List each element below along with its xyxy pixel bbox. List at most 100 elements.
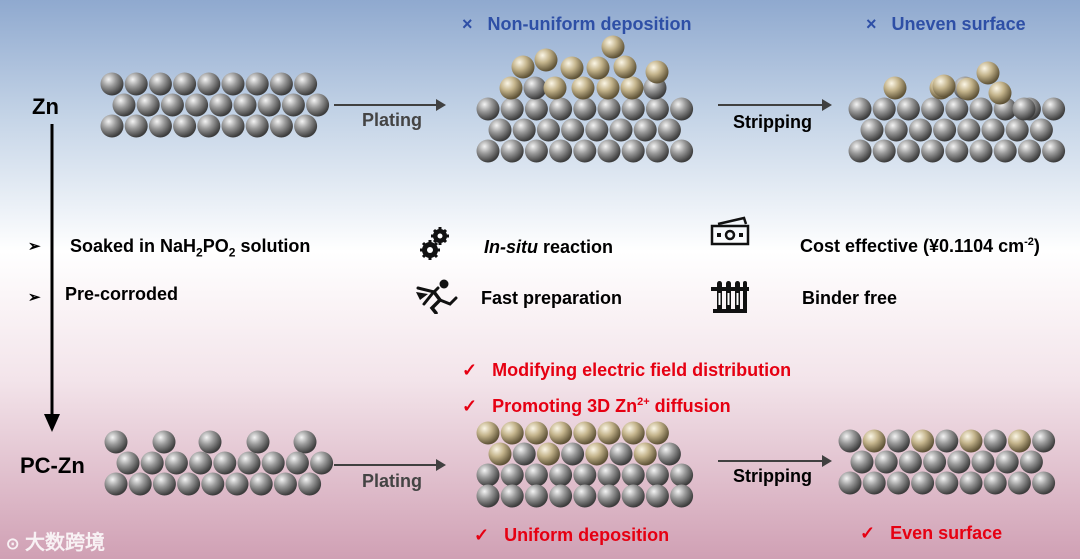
zn-sphere xyxy=(1042,97,1066,121)
zn-sphere xyxy=(945,139,969,163)
watermark-text: 大数跨境 xyxy=(24,532,105,554)
zn-sphere xyxy=(476,139,500,163)
zn-sphere xyxy=(911,471,935,495)
benefit-uniform-text: Uniform deposition xyxy=(504,525,670,545)
stripping-arrow-bottom xyxy=(718,455,832,467)
cross-mark: × xyxy=(462,14,473,34)
benefit-uniform: ✓ Uniform deposition xyxy=(474,525,669,546)
zn-sphere xyxy=(908,118,932,142)
deposit-sphere xyxy=(621,421,645,445)
zn-sphere xyxy=(597,463,621,487)
zn-sphere xyxy=(294,114,318,138)
zn-sphere xyxy=(597,97,621,121)
test-tubes-icon xyxy=(711,281,749,313)
zn-sphere xyxy=(933,118,957,142)
zn-sphere xyxy=(189,451,213,475)
deposit-sphere xyxy=(633,442,657,466)
zn-sphere xyxy=(561,118,585,142)
check-mark: ✓ xyxy=(860,523,876,543)
zn-sphere xyxy=(185,93,209,117)
process-down-arrow xyxy=(44,124,60,432)
zn-sphere xyxy=(838,429,862,453)
zn-sphere xyxy=(848,97,872,121)
soaked-sub: 2 xyxy=(196,245,203,260)
zn-sphere xyxy=(281,93,305,117)
zn-sphere xyxy=(269,72,293,96)
deposit-sphere xyxy=(511,55,535,79)
zn-sphere xyxy=(293,430,317,454)
watermark: ⊙ 大数跨境 xyxy=(6,526,105,555)
zn-sphere xyxy=(100,114,124,138)
zn-sphere xyxy=(257,93,281,117)
zn-sphere xyxy=(249,472,273,496)
zn-sphere xyxy=(549,484,573,508)
check-mark: ✓ xyxy=(474,525,490,545)
zn-sphere xyxy=(549,97,573,121)
zn-sphere xyxy=(645,484,669,508)
zn-sphere xyxy=(500,484,524,508)
zn-sphere xyxy=(896,139,920,163)
zn-sphere xyxy=(177,472,201,496)
zn-sphere xyxy=(896,97,920,121)
zn-sphere xyxy=(633,118,657,142)
deposit-sphere xyxy=(1007,429,1031,453)
zn-sphere xyxy=(213,451,237,475)
zn-sphere xyxy=(995,450,1019,474)
zn-sphere xyxy=(872,139,896,163)
deposit-sphere xyxy=(560,56,584,80)
benefit-even: ✓ Even surface xyxy=(860,523,1002,544)
zn-sphere xyxy=(549,139,573,163)
zn-sphere xyxy=(1032,471,1056,495)
zn-sphere xyxy=(306,93,330,117)
problem-nonuniform: × Non-uniform deposition xyxy=(462,14,692,35)
deposit-sphere xyxy=(596,76,620,100)
zn-sphere xyxy=(164,451,188,475)
zn-sphere xyxy=(524,97,548,121)
zn-sphere xyxy=(585,118,609,142)
zn-sphere xyxy=(476,484,500,508)
soaked-sub: 2 xyxy=(228,245,236,260)
zn-sphere xyxy=(670,139,694,163)
problem-nonuniform-text: Non-uniform deposition xyxy=(487,14,692,34)
zn-sphere xyxy=(298,472,322,496)
zn-sphere xyxy=(500,97,524,121)
zn-sphere xyxy=(104,430,128,454)
zn-sphere xyxy=(621,463,645,487)
zn-sphere xyxy=(173,72,197,96)
zn-sphere xyxy=(1005,118,1029,142)
check-mark: ✓ xyxy=(462,360,478,380)
zn-sphere xyxy=(959,471,983,495)
zn-sphere xyxy=(971,450,995,474)
plating-arrow-bottom xyxy=(334,459,446,471)
zn-sphere xyxy=(233,93,257,117)
feature-fast: Fast preparation xyxy=(481,288,623,308)
zn-sphere xyxy=(621,97,645,121)
soaked-mid: PO xyxy=(202,236,229,256)
zn-sphere xyxy=(645,463,669,487)
cost-text: Cost effective (¥0.1104 cm xyxy=(800,236,1025,256)
zn-sphere xyxy=(128,472,152,496)
deposit-sphere xyxy=(549,421,573,445)
deposit-sphere xyxy=(932,74,956,98)
check-mark: ✓ xyxy=(462,396,478,416)
zn-sphere xyxy=(152,472,176,496)
zn-sphere xyxy=(112,93,136,117)
deposit-sphere xyxy=(911,429,935,453)
zn-sphere xyxy=(221,72,245,96)
zn-sphere xyxy=(148,72,172,96)
deposit-sphere xyxy=(571,76,595,100)
cross-mark: × xyxy=(866,14,877,34)
zn-sphere xyxy=(245,114,269,138)
deposit-sphere xyxy=(645,60,669,84)
zn-sphere xyxy=(573,463,597,487)
zn-sphere xyxy=(104,472,128,496)
deposit-sphere xyxy=(500,421,524,445)
zn-sphere xyxy=(921,97,945,121)
zn-sphere xyxy=(670,97,694,121)
zn-sphere xyxy=(597,139,621,163)
promoting-sup: 2+ xyxy=(637,396,650,408)
zn-sphere xyxy=(1019,450,1043,474)
zn-sphere xyxy=(993,139,1017,163)
stripping-arrow-top xyxy=(718,99,832,111)
